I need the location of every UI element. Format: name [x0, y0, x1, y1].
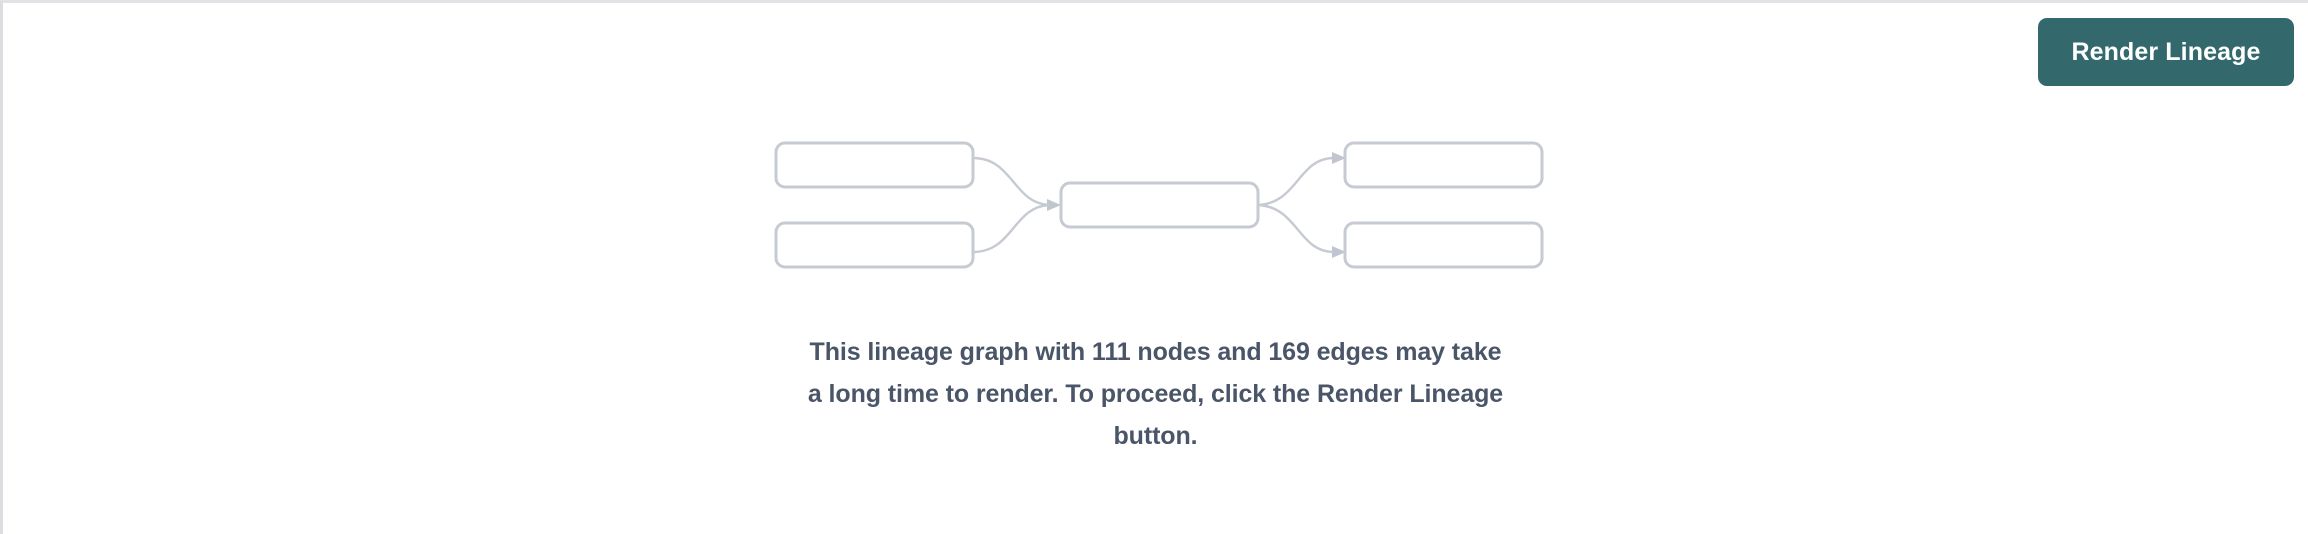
message-line-3: button.	[1113, 422, 1198, 450]
placeholder-node-right-top	[1343, 141, 1544, 189]
placeholder-node-left-top	[774, 141, 975, 189]
arrowhead-center-to-right-bottom	[1332, 246, 1346, 258]
placeholder-node-left-bottom	[774, 221, 975, 269]
message-line-2: a long time to render. To proceed, click…	[807, 380, 1504, 408]
arrowhead-center-to-right-top	[1332, 152, 1346, 164]
message-line-1: This lineage graph with 111 nodes and 16…	[809, 338, 1502, 366]
placeholder-node-center	[1059, 181, 1260, 229]
lineage-warning-message: This lineage graph with 111 nodes and 16…	[756, 331, 1556, 457]
render-lineage-button[interactable]: Render Lineage	[2038, 18, 2294, 86]
placeholder-node-right-bottom	[1343, 221, 1544, 269]
edge-center-to-right-bottom	[1257, 203, 1335, 254]
edge-left-top-to-center	[972, 156, 1050, 207]
edge-left-bottom-to-center	[972, 203, 1050, 254]
edge-center-to-right-top	[1257, 156, 1335, 207]
arrowhead-left-top-to-center	[1047, 199, 1061, 211]
